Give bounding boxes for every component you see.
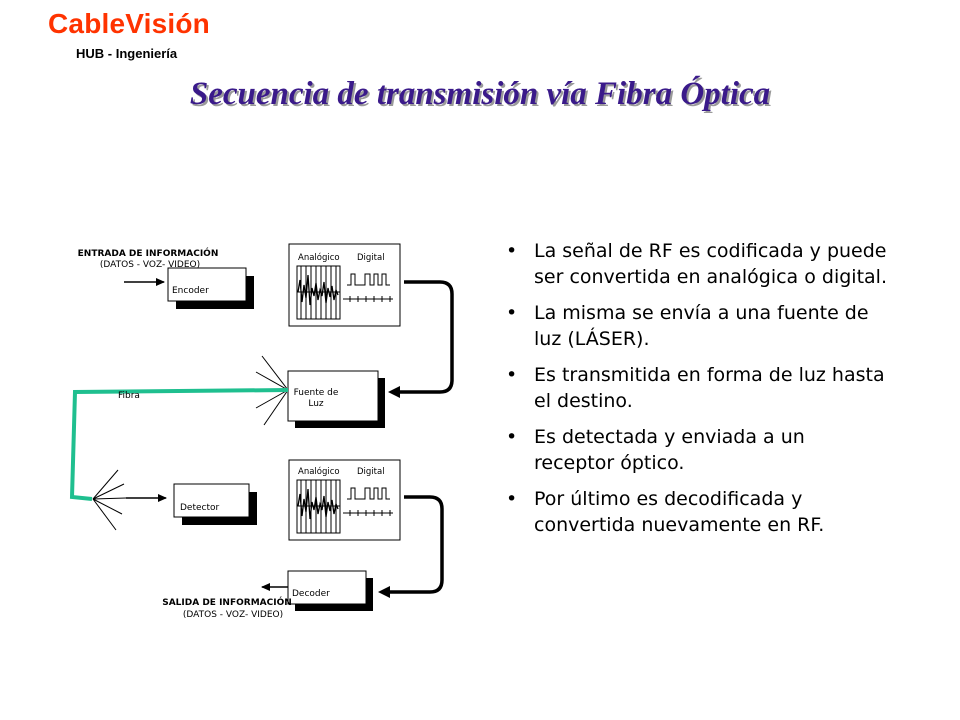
bullet-text: Por último es decodificada y convertida …	[534, 488, 825, 536]
output-label: SALIDA DE INFORMACIÓN	[162, 596, 292, 608]
bullet-dot: •	[506, 240, 518, 262]
decoder-label: Decoder	[292, 589, 330, 599]
bullet-text: Es detectada y enviada a un receptor ópt…	[534, 426, 805, 474]
arrowhead-light-source	[388, 386, 400, 398]
input-sublabel: (DATOS - VOZ- VIDEO)	[100, 260, 200, 270]
encoder-block: Encoder	[167, 267, 254, 309]
detector-block: Detector	[173, 483, 257, 525]
digital-waveform-top	[343, 273, 393, 302]
fiber-label: Fibra	[118, 391, 140, 401]
bullet-dot: •	[506, 488, 518, 510]
bullet-item: • Es transmitida en forma de luz hasta el…	[500, 362, 890, 414]
signal-box-bottom: Analógico Digital	[288, 459, 401, 541]
connector-to-light-source	[394, 280, 454, 394]
bullet-dot: •	[506, 426, 518, 448]
detector-label: Detector	[180, 503, 220, 513]
light-source-block: Fuente de Luz	[287, 370, 385, 428]
connector-to-decoder	[384, 495, 444, 594]
bullet-item: • La misma se envía a una fuente de luz (…	[500, 300, 890, 352]
digital-label-top: Digital	[357, 253, 385, 263]
brand-subtitle: HUB - Ingeniería	[76, 46, 178, 61]
decoder-block: Decoder	[287, 570, 373, 611]
bullet-item: • La señal de RF es codificada y puede se…	[500, 238, 890, 290]
bullet-item: • Por último es decodificada y convertida…	[500, 486, 890, 538]
digital-waveform-bottom	[343, 487, 393, 516]
page-title: Secuencia de transmisión vía Fibra Óptic…	[189, 76, 771, 112]
light-source-label-2: Luz	[308, 399, 324, 409]
signal-box-top: Analógico Digital	[288, 243, 401, 327]
arrowhead-decoder	[378, 586, 390, 598]
digital-label-bottom: Digital	[357, 467, 385, 477]
bullet-item: • Es detectada y enviada a un receptor óp…	[500, 424, 890, 476]
input-label: ENTRADA DE INFORMACIÓN	[78, 247, 219, 259]
bullet-text: La señal de RF es codificada y puede ser…	[534, 240, 887, 288]
light-rays-detector	[92, 469, 127, 531]
bullet-dot: •	[506, 364, 518, 386]
output-sublabel: (DATOS - VOZ- VIDEO)	[183, 610, 283, 620]
bullet-text: Es transmitida en forma de luz hasta el …	[534, 364, 885, 412]
analog-label-bottom: Analógico	[298, 466, 340, 477]
brand-logo: CableVisión	[48, 8, 210, 39]
encoder-label: Encoder	[172, 286, 209, 296]
analog-waveform-top	[296, 265, 341, 320]
analog-label-top: Analógico	[298, 252, 340, 263]
bullet-text: La misma se envía a una fuente de luz (L…	[534, 302, 869, 350]
bullet-list: • La señal de RF es codificada y puede se…	[500, 238, 890, 548]
analog-waveform-bottom	[296, 479, 341, 534]
light-source-label-1: Fuente de	[294, 388, 339, 398]
bullet-dot: •	[506, 302, 518, 324]
fiber-line	[69, 388, 289, 501]
